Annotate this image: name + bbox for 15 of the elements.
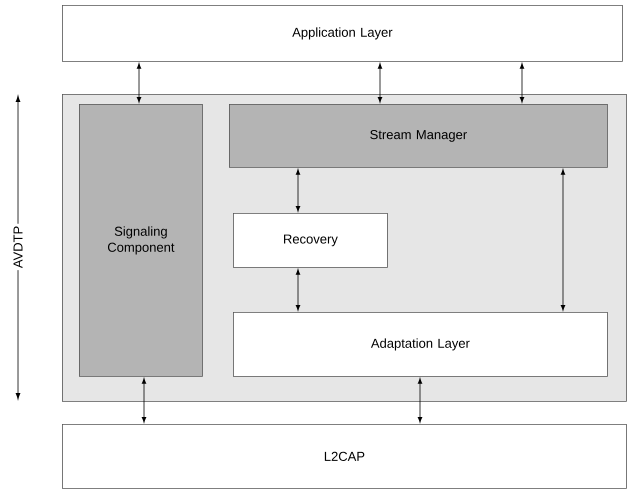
component-box: Stream Manager bbox=[229, 104, 608, 168]
arrow bbox=[296, 169, 300, 212]
layer-box: Adaptation Layer bbox=[233, 312, 608, 377]
side-label: AVDTP bbox=[12, 224, 24, 270]
component-box: Recovery bbox=[233, 213, 388, 268]
arrow bbox=[296, 269, 300, 311]
arrow bbox=[418, 378, 422, 423]
layer-box: Application Layer bbox=[62, 5, 623, 62]
arrow bbox=[378, 63, 382, 103]
arrow bbox=[520, 63, 524, 103]
arrow bbox=[136, 63, 142, 103]
arrow bbox=[142, 378, 146, 423]
component-box: Signaling Component bbox=[79, 104, 203, 377]
layer-box: L2CAP bbox=[62, 424, 627, 489]
arrow bbox=[560, 169, 566, 311]
